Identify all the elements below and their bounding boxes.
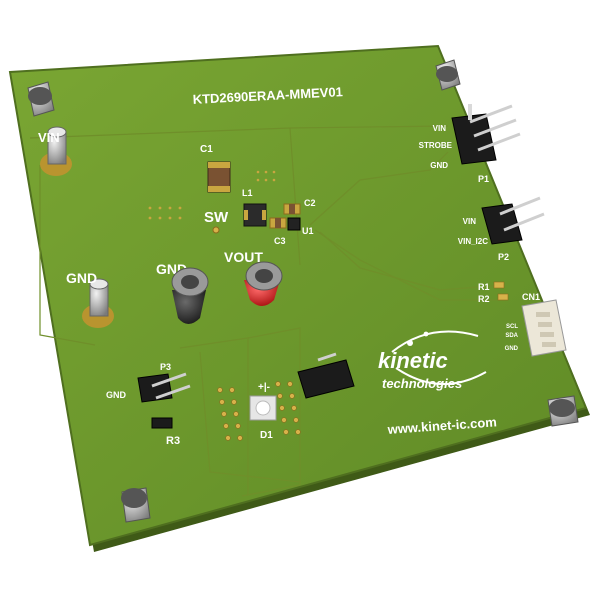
vin-terminal-post[interactable] xyxy=(40,126,72,176)
l1-label: L1 xyxy=(242,188,253,198)
gnd-terminal-post[interactable] xyxy=(82,278,114,328)
capacitor-c3 xyxy=(269,217,287,229)
jumper-header[interactable] xyxy=(297,352,355,399)
p2-label: P2 xyxy=(498,252,509,262)
vin-terminal-label: VIN xyxy=(38,130,60,145)
led-d1 xyxy=(249,395,277,421)
connector-cn1[interactable] xyxy=(521,299,567,357)
standoff-bottom-left xyxy=(121,487,151,523)
header-p1[interactable] xyxy=(451,104,521,165)
d1-label: D1 xyxy=(260,430,273,441)
capacitor-c2 xyxy=(283,203,301,215)
p3-gnd-label: GND xyxy=(106,390,127,400)
gnd-banana-post[interactable] xyxy=(171,267,209,324)
r1-label: R1 xyxy=(478,282,490,292)
c3-label: C3 xyxy=(274,236,286,246)
standoff-bottom-right xyxy=(547,395,579,427)
standoff-top-right xyxy=(435,59,461,91)
standoff-top-left xyxy=(27,81,55,117)
p2-vin-i2c-label: VIN_I2C xyxy=(458,237,488,246)
led-polarity-symbol: +|- xyxy=(258,382,270,393)
p1-strobe-label: STROBE xyxy=(419,141,453,150)
pcb-traces xyxy=(29,125,506,497)
c1-label: C1 xyxy=(200,144,213,155)
capacitor-c1 xyxy=(207,161,231,193)
pad-array-left xyxy=(217,387,243,441)
gnd-terminal-label: GND xyxy=(66,270,97,286)
c2-label: C2 xyxy=(304,198,316,208)
resistor-r2 xyxy=(497,293,509,301)
p2-vin-label: VIN xyxy=(463,217,477,226)
r3-label: R3 xyxy=(166,435,180,447)
vout-post-label: VOUT xyxy=(224,249,263,265)
resistor-r1 xyxy=(493,281,505,289)
vout-banana-post[interactable] xyxy=(244,261,283,306)
p1-vin-label: VIN xyxy=(433,124,447,133)
cn1-label: CN1 xyxy=(522,292,540,302)
sw-test-point[interactable] xyxy=(212,226,220,234)
resistor-r3 xyxy=(151,417,173,429)
p3-label: P3 xyxy=(160,362,171,372)
sw-label: SW xyxy=(204,209,229,226)
via-grid-left xyxy=(148,206,182,220)
header-p3[interactable] xyxy=(137,372,191,403)
cn1-scl-label: SCL xyxy=(506,324,518,330)
logo-kinetic-text: kinetic xyxy=(378,348,448,373)
header-p2[interactable] xyxy=(481,196,545,245)
kinetic-logo xyxy=(391,330,487,386)
inductor-l1 xyxy=(243,203,267,227)
p1-label: P1 xyxy=(478,174,489,184)
p1-gnd-label: GND xyxy=(430,161,448,170)
u1-label: U1 xyxy=(302,226,314,236)
ic-u1 xyxy=(287,217,301,231)
r2-label: R2 xyxy=(478,294,490,304)
via-grid-top xyxy=(256,170,276,182)
cn1-sda-label: SDA xyxy=(505,333,518,339)
cn1-gnd-label: GND xyxy=(505,346,519,352)
pad-array-right xyxy=(275,381,301,435)
logo-technologies-text: technologies xyxy=(382,376,462,391)
